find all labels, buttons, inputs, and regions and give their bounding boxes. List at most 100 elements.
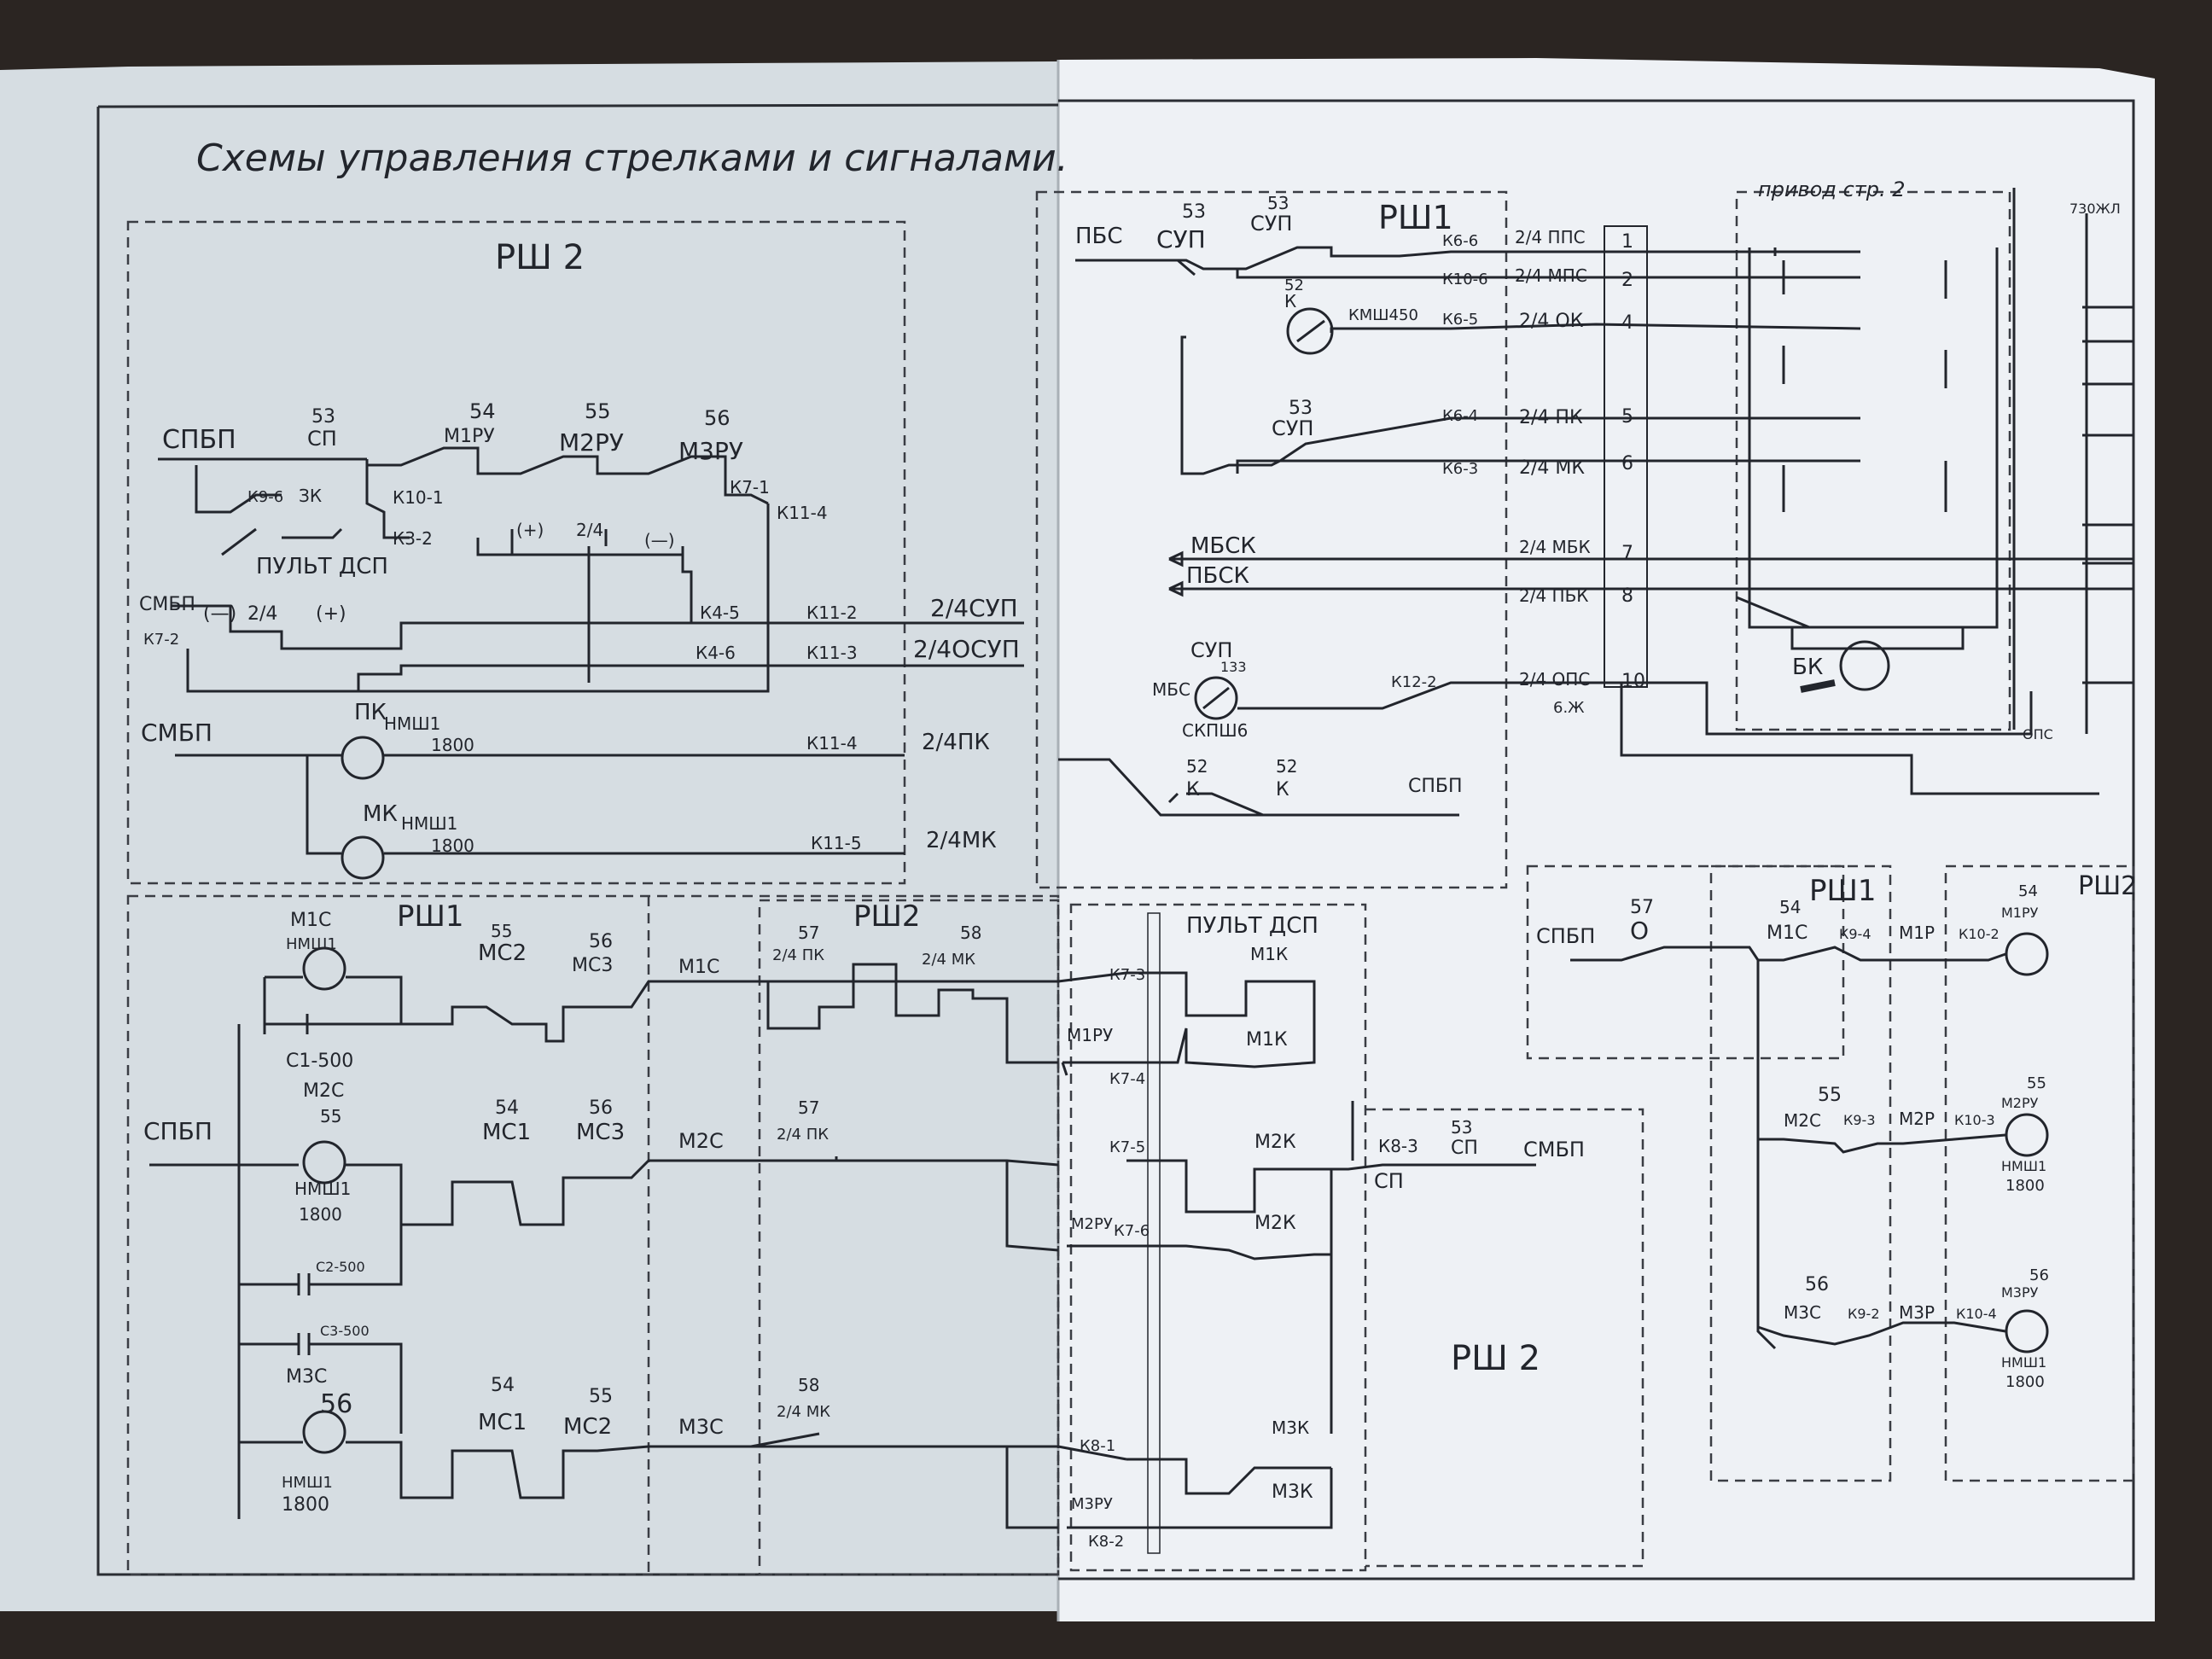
label-sup-c: СУП <box>1272 416 1313 440</box>
label-56-b: 56 <box>589 931 613 952</box>
right-pult-labels: ПУЛЬТ ДСП К7-3 М1К М1РУ К7-4 М1К К7-5 М2… <box>1067 913 1585 1551</box>
label-54-r: 54 <box>1779 897 1801 917</box>
section-rsh2-right: РШ2 <box>2078 871 2137 901</box>
label-plus-2: (+) <box>316 603 346 625</box>
label-k6-4: К6-4 <box>1442 407 1478 425</box>
label-1800-c: 1800 <box>299 1204 342 1225</box>
label-sup-a: СУП <box>1156 225 1206 253</box>
label-133: 133 <box>1220 659 1247 675</box>
label-52-b: 52 <box>1186 756 1208 777</box>
label-k10-3: К10-3 <box>1954 1112 1995 1128</box>
label-nmsh1: НМШ1 <box>384 713 440 734</box>
label-o: О <box>1630 917 1649 945</box>
label-k11-4: К11-4 <box>777 503 828 523</box>
zone-rsh2-right <box>1944 864 2135 1482</box>
label-2-4-sup: 2/4СУП <box>930 594 1018 622</box>
label-6zh: 6.Ж <box>1553 699 1585 717</box>
label-2-4-a: 2/4 <box>576 520 603 540</box>
label-53-b: 53 <box>1267 193 1289 213</box>
label-k9-3: К9-3 <box>1843 1112 1876 1128</box>
label-55-b: 55 <box>491 921 512 941</box>
label-k12-2: К12-2 <box>1391 673 1437 691</box>
label-k-c: К <box>1276 779 1289 800</box>
section-rsh1-right: РШ1 <box>1809 874 1877 908</box>
label-k8-1: К8-1 <box>1080 1437 1115 1455</box>
label-m2ru-r: М2РУ <box>1071 1215 1113 1233</box>
label-k7-1: К7-1 <box>730 477 770 498</box>
label-nmsh1-r: НМШ1 <box>2001 1158 2046 1174</box>
label-56-r: 56 <box>1805 1274 1829 1295</box>
label-53-d: 53 <box>1451 1117 1472 1138</box>
label-2-4-mbk: 2/4 МБК <box>1519 537 1591 557</box>
label-m2ru-rr: М2РУ <box>2001 1095 2039 1111</box>
label-k10-2: К10-2 <box>1959 926 2000 942</box>
label-m2r: М2Р <box>1899 1109 1935 1129</box>
label-k-b: К <box>1186 779 1200 800</box>
label-pult-dsp-left: ПУЛЬТ ДСП <box>256 554 388 579</box>
label-56: 56 <box>704 406 731 430</box>
label-nmsh1-e: НМШ1 <box>282 1474 333 1492</box>
terminal-1: 1 <box>1621 231 1633 253</box>
label-k: К <box>1284 291 1296 311</box>
left-page <box>0 61 1058 1611</box>
label-k6-3: К6-3 <box>1442 460 1478 478</box>
label-2-4-osup: 2/4ОСУП <box>913 635 1020 663</box>
right-page <box>1058 58 2155 1621</box>
label-ops: ОПС <box>2023 726 2053 742</box>
label-k4-6: К4-6 <box>696 643 736 663</box>
label-sp-r: СП <box>1451 1138 1478 1159</box>
label-k7-6: К7-6 <box>1114 1222 1150 1240</box>
label-55-e: 55 <box>2027 1074 2046 1092</box>
label-k11-3: К11-3 <box>806 643 858 663</box>
section-pult-dsp: ПУЛЬТ ДСП <box>1186 913 1318 939</box>
label-57-pk: 2/4 ПК <box>772 946 824 964</box>
zone-rsh1-top <box>1035 190 1508 889</box>
label-nmsh1-d: НМШ1 <box>294 1179 351 1199</box>
left-lower-wiring <box>149 946 1059 1529</box>
dashed-zones <box>126 190 2135 1576</box>
label-55: 55 <box>585 399 611 423</box>
section-rsh2-bottom: РШ 2 <box>1451 1339 1540 1378</box>
label-m1ru-r: М1РУ <box>1067 1025 1113 1045</box>
label-c1-500: С1-500 <box>286 1051 353 1072</box>
right-top-labels: РШ1 привод стр. 2 730ЖЛ ПБС 53 СУП 53 СУ… <box>1075 178 2121 800</box>
label-58: 58 <box>960 923 981 943</box>
label-k11-4-b: К11-4 <box>806 733 858 754</box>
label-54-d: 54 <box>2018 882 2038 900</box>
label-58-b: 58 <box>798 1375 819 1395</box>
label-1800-rb: 1800 <box>2005 1373 2045 1391</box>
label-m3k: М3К <box>1272 1417 1309 1438</box>
label-55-d: 55 <box>589 1386 613 1407</box>
label-smbp: СМБП <box>139 594 195 615</box>
label-k8-2: К8-2 <box>1088 1533 1124 1551</box>
terminal-6: 6 <box>1621 453 1633 474</box>
label-sp: СП <box>307 427 337 451</box>
label-m3ru-r: М3РУ <box>1071 1495 1113 1513</box>
label-nmsh1-rb: НМШ1 <box>2001 1354 2046 1371</box>
label-m3s-wire: М3С <box>678 1415 724 1439</box>
label-sup-b: СУП <box>1250 212 1292 236</box>
label-pbs: ПБС <box>1075 224 1123 249</box>
label-2-4-pk: 2/4ПК <box>922 730 990 755</box>
label-2-4-mps: 2/4 МПС <box>1515 265 1587 286</box>
label-56-e: 56 <box>2029 1266 2049 1284</box>
label-m3k-b: М3К <box>1272 1481 1313 1503</box>
label-54-b: 54 <box>495 1097 519 1119</box>
label-sp-r2: СП <box>1374 1169 1404 1193</box>
label-ms1: МС1 <box>482 1120 531 1145</box>
label-53: 53 <box>311 406 335 428</box>
label-k11-5: К11-5 <box>811 833 862 853</box>
label-m1s-wire: М1С <box>678 957 719 978</box>
label-ms2: МС2 <box>478 940 527 966</box>
label-nmsh1-c: НМШ1 <box>286 935 337 953</box>
label-1800-r: 1800 <box>2005 1177 2045 1195</box>
label-m3r: М3Р <box>1899 1302 1935 1323</box>
label-2-4-mk-r: 2/4 МК <box>1519 457 1585 479</box>
label-k7-4: К7-4 <box>1109 1070 1145 1088</box>
label-plus-1: (+) <box>516 520 544 540</box>
label-m1k-b: М1К <box>1246 1029 1288 1051</box>
left-lower-labels: РШ1 РШ2 М1С НМШ1 55 МС2 56 МС3 М1С С1-50… <box>143 899 981 1516</box>
label-m3s-r: М3С <box>1784 1302 1821 1323</box>
label-52: 52 <box>1284 276 1304 294</box>
